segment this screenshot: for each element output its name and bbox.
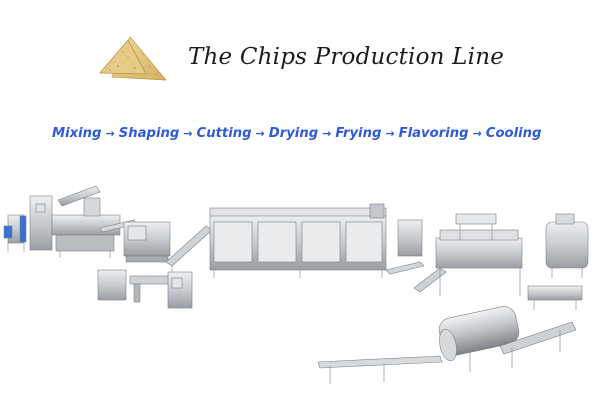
- page-title: The Chips Production Line: [188, 44, 505, 70]
- step-drying: Drying: [268, 126, 319, 141]
- arrow-icon: →: [472, 127, 482, 140]
- mixer-machine: [3, 214, 27, 252]
- step-frying: Frying: [335, 126, 382, 141]
- arrow-icon: →: [322, 127, 332, 140]
- extruder-machine: [29, 185, 121, 258]
- dryer-oven: [209, 203, 387, 278]
- flavoring-drum: [317, 306, 577, 384]
- fryer-machine: [413, 213, 523, 296]
- cutting-machine: [97, 269, 193, 309]
- step-cutting: Cutting: [196, 126, 252, 141]
- arrow-icon: →: [255, 127, 265, 140]
- step-flavoring: Flavoring: [398, 126, 469, 141]
- oil-tank: [545, 213, 589, 278]
- arrow-icon: →: [385, 127, 395, 140]
- step-mixing: Mixing: [52, 126, 102, 141]
- arrow-icon: →: [105, 127, 115, 140]
- cooling-conveyor: [527, 285, 583, 310]
- step-shaping: Shaping: [118, 126, 180, 141]
- shaping-machine: [123, 221, 171, 263]
- arrow-icon: →: [183, 127, 193, 140]
- step-cooling: Cooling: [485, 126, 542, 141]
- process-flow: Mixing → Shaping → Cutting → Drying → Fr…: [52, 126, 572, 141]
